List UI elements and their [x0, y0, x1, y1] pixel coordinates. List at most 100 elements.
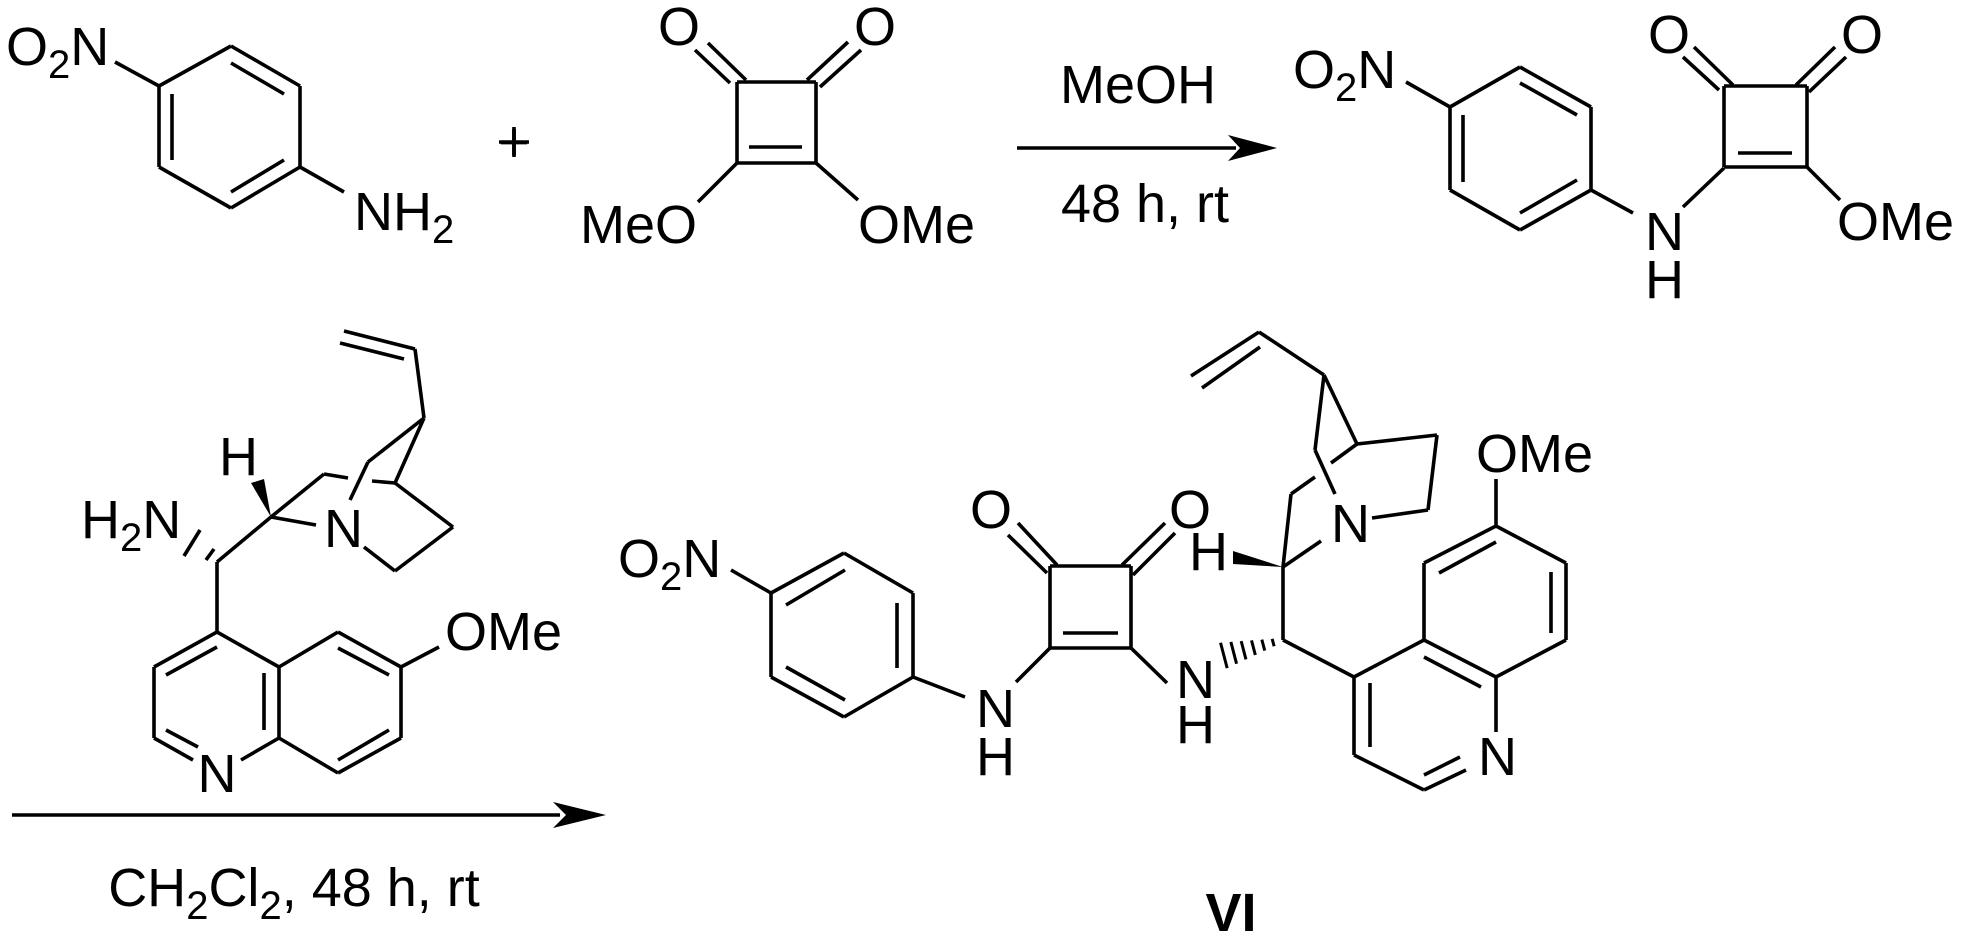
bond: [1281, 539, 1323, 569]
bond: [270, 515, 317, 527]
bond: [1120, 521, 1167, 567]
bond: [393, 525, 455, 573]
bond: [1281, 493, 1293, 568]
nitrogen-label: N: [324, 499, 363, 559]
bond: [1681, 166, 1726, 209]
arrow-head-icon: [1228, 135, 1277, 161]
bond: [1423, 768, 1467, 792]
bond: [1519, 65, 1592, 109]
bond: [343, 329, 416, 351]
bond: [1519, 81, 1578, 117]
bond: [1353, 753, 1425, 792]
bond: [1129, 646, 1169, 685]
nitro-group-label: O2N: [6, 17, 109, 87]
wedge-bond: [1233, 551, 1283, 567]
bond: [400, 645, 440, 669]
step2-conditions: CH2Cl2, 48 h, rt: [108, 858, 480, 928]
methoxy-label: OMe: [1837, 192, 1954, 252]
bond: [1006, 533, 1049, 575]
bond: [693, 48, 732, 85]
bond: [1495, 524, 1567, 565]
bond: [1519, 188, 1592, 232]
oxygen-label: O: [1841, 5, 1883, 65]
arrow-head-icon: [553, 802, 606, 828]
amine-group-label: NH2: [354, 182, 454, 252]
step1-reagent: MeOH: [1060, 55, 1216, 115]
nitrogen-label: N: [1176, 650, 1215, 710]
bond: [1356, 433, 1438, 446]
hydrogen-label: H: [1176, 695, 1215, 755]
hydrogen-label: H: [1189, 522, 1228, 582]
bond: [337, 728, 390, 762]
product-vi: O2N O O N H N H H N N OMe VI: [618, 424, 1593, 943]
reaction-arrow-1: MeOH 48 h, rt: [1060, 55, 1277, 234]
bond: [1426, 434, 1439, 511]
bond: [1438, 540, 1497, 575]
bond: [215, 515, 273, 564]
bond: [770, 551, 845, 595]
oxygen-label: O: [658, 0, 700, 57]
oxygen-label: O: [970, 480, 1012, 540]
bond: [912, 675, 966, 699]
bond: [805, 40, 850, 82]
bond-layer: [12, 40, 1848, 817]
hydrogen-label: H: [1645, 250, 1684, 310]
methoxy-label: OMe: [445, 602, 562, 662]
nitrogen-label: N: [1331, 494, 1370, 554]
intermediate-squaramate: O2N N H O O OMe: [1293, 5, 1954, 310]
bond: [1423, 524, 1497, 565]
bond: [1423, 638, 1497, 679]
bond: [1313, 449, 1337, 495]
bond: [696, 161, 739, 204]
bond: [843, 551, 914, 595]
methoxy-label: MeO: [580, 195, 697, 255]
bond: [348, 461, 370, 501]
bond: [323, 472, 349, 480]
bond: [1322, 374, 1359, 445]
nitro-group-label: O2N: [1293, 40, 1396, 110]
bond: [1495, 638, 1567, 679]
bond: [337, 736, 402, 775]
reactant-cinchona-amine: H H2N N N OMe: [81, 427, 562, 804]
bond: [393, 481, 455, 529]
hashed-bond-segment: [1250, 640, 1257, 656]
bond: [1200, 345, 1262, 390]
bond: [413, 348, 426, 419]
compound-label: VI: [1205, 883, 1256, 943]
wedge-bond: [251, 479, 271, 517]
reactant-dimethyl-squarate: O O MeO OMe: [580, 0, 975, 255]
bond: [1282, 638, 1355, 679]
bond: [165, 645, 218, 677]
bond: [366, 416, 426, 464]
nitrogen-label: N: [1645, 202, 1684, 262]
bond: [814, 161, 860, 202]
bond: [230, 44, 301, 88]
bond: [371, 479, 396, 485]
bond: [770, 675, 845, 719]
bond: [269, 472, 326, 519]
bond: [1692, 45, 1735, 87]
bond: [785, 568, 846, 607]
bond: [818, 48, 863, 89]
bond: [1449, 65, 1521, 109]
bond: [1289, 475, 1317, 496]
bond: [230, 61, 285, 96]
bond: [158, 165, 232, 210]
bond: [1807, 55, 1848, 94]
bond: [1329, 442, 1359, 465]
bond: [1449, 188, 1521, 232]
oxygen-label: O: [854, 0, 896, 57]
bond: [1590, 188, 1634, 215]
bond: [1131, 531, 1177, 577]
bond: [216, 630, 280, 669]
nitro-group-label: O2N: [618, 529, 721, 599]
bond: [337, 646, 390, 677]
bond: [1258, 330, 1325, 377]
bond: [114, 60, 160, 88]
bond: [230, 158, 285, 194]
bond: [158, 44, 232, 88]
bond: [1423, 755, 1461, 777]
bond: [1405, 80, 1451, 109]
methoxy-label: OMe: [1476, 424, 1593, 484]
